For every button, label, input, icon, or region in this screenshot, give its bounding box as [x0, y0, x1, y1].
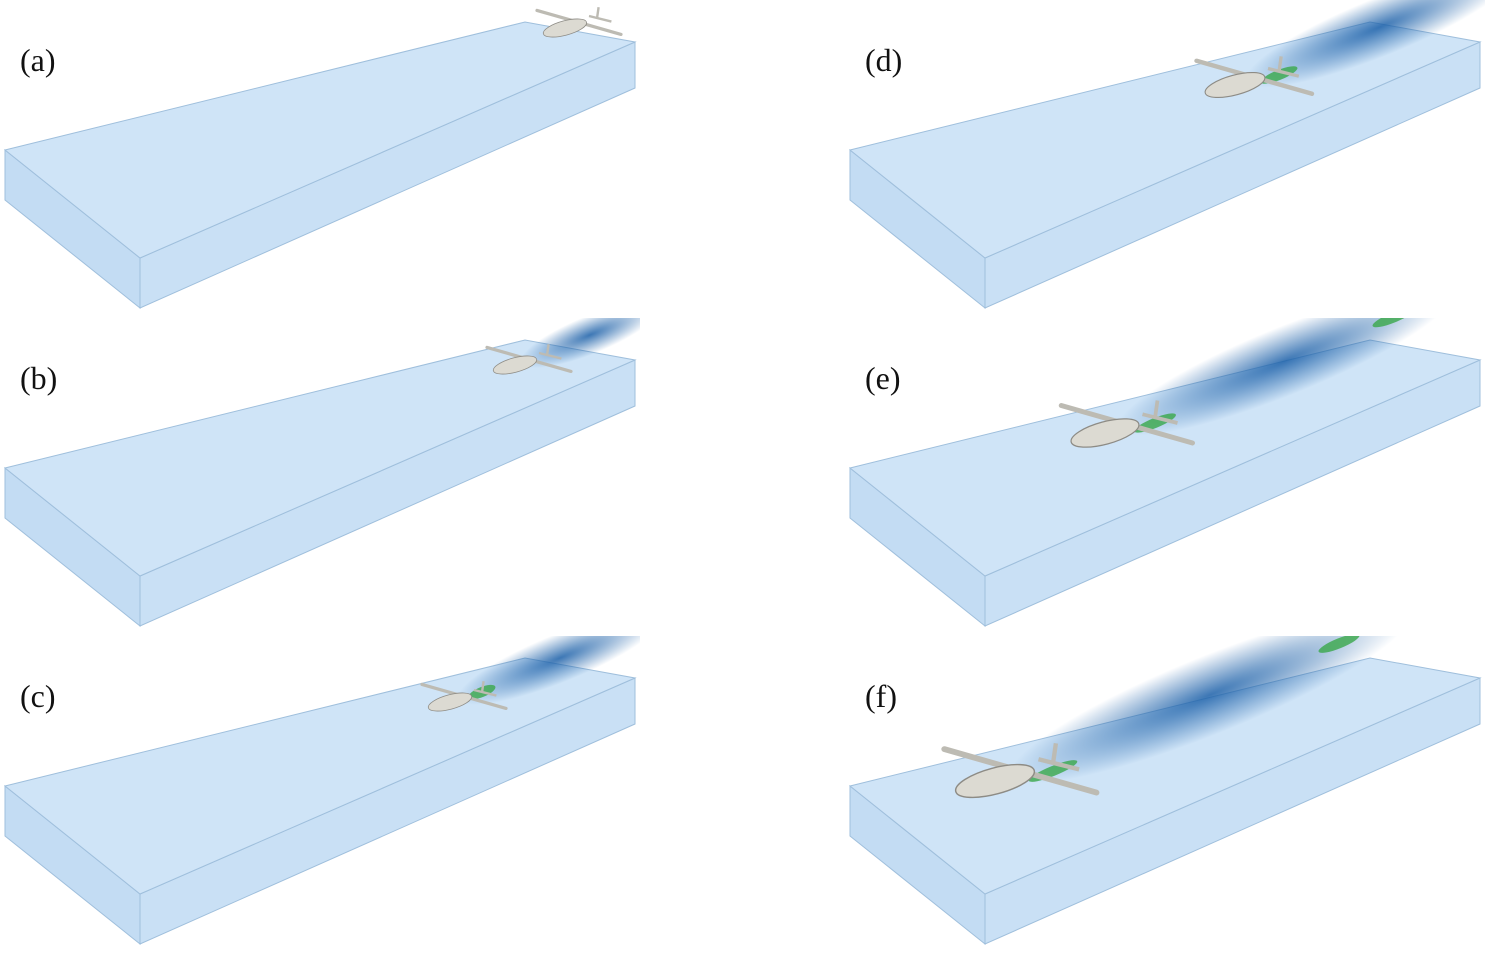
- seaplane-fin: [1277, 56, 1283, 73]
- seaplane: [1194, 56, 1315, 98]
- seaplane: [420, 681, 508, 712]
- panel-label: (f): [865, 678, 897, 714]
- seaplane: [941, 742, 1100, 799]
- seaplane-tail: [588, 14, 612, 23]
- seaplane-fuselage: [427, 692, 473, 712]
- seaplane-fuselage: [954, 763, 1036, 799]
- seaplane: [485, 344, 573, 375]
- seaplane-tail: [1142, 412, 1178, 425]
- panel-a: (a): [0, 0, 640, 318]
- seaplane-fuselage: [542, 18, 588, 38]
- panel-f: (f): [845, 636, 1485, 954]
- panel-c: (c): [0, 636, 640, 954]
- seaplane-fin: [545, 344, 550, 356]
- panel-label: (b): [20, 360, 58, 396]
- panel-label: (d): [865, 42, 903, 78]
- slab-top-face: [848, 21, 1482, 259]
- panel-d: (d): [845, 0, 1485, 318]
- seaplane-fin: [1050, 742, 1059, 764]
- slab-top-face: [3, 339, 637, 577]
- panel-label: (c): [20, 678, 56, 714]
- seaplane-fin: [595, 7, 600, 19]
- wake-region: [1245, 0, 1485, 88]
- slab-top-face: [3, 657, 637, 895]
- seaplane: [1058, 400, 1195, 448]
- wake-region: [457, 636, 640, 705]
- wake-region: [1010, 636, 1410, 784]
- seaplane-fuselage: [1204, 72, 1266, 98]
- panel-e: (e): [845, 318, 1485, 636]
- seaplane-fuselage: [1070, 418, 1140, 448]
- wake-green-region: [1260, 66, 1298, 84]
- seaplane-tail: [1037, 757, 1080, 772]
- slab-top-face: [3, 21, 637, 259]
- wake-region: [520, 318, 640, 369]
- wake-region: [1117, 318, 1453, 436]
- panel-b: (b): [0, 318, 640, 636]
- seaplane-tail: [473, 688, 497, 697]
- seaplane-tail: [1267, 66, 1300, 78]
- seaplane-fin: [480, 681, 485, 693]
- seaplane-tail: [538, 351, 562, 360]
- panel-label: (e): [865, 360, 901, 396]
- panel-label: (a): [20, 42, 56, 78]
- seaplane: [535, 7, 623, 38]
- wake-green-region: [1318, 636, 1360, 653]
- wake-green-region: [1372, 318, 1414, 328]
- seaplane-fin: [1153, 400, 1160, 419]
- seaplane-fuselage: [492, 355, 538, 375]
